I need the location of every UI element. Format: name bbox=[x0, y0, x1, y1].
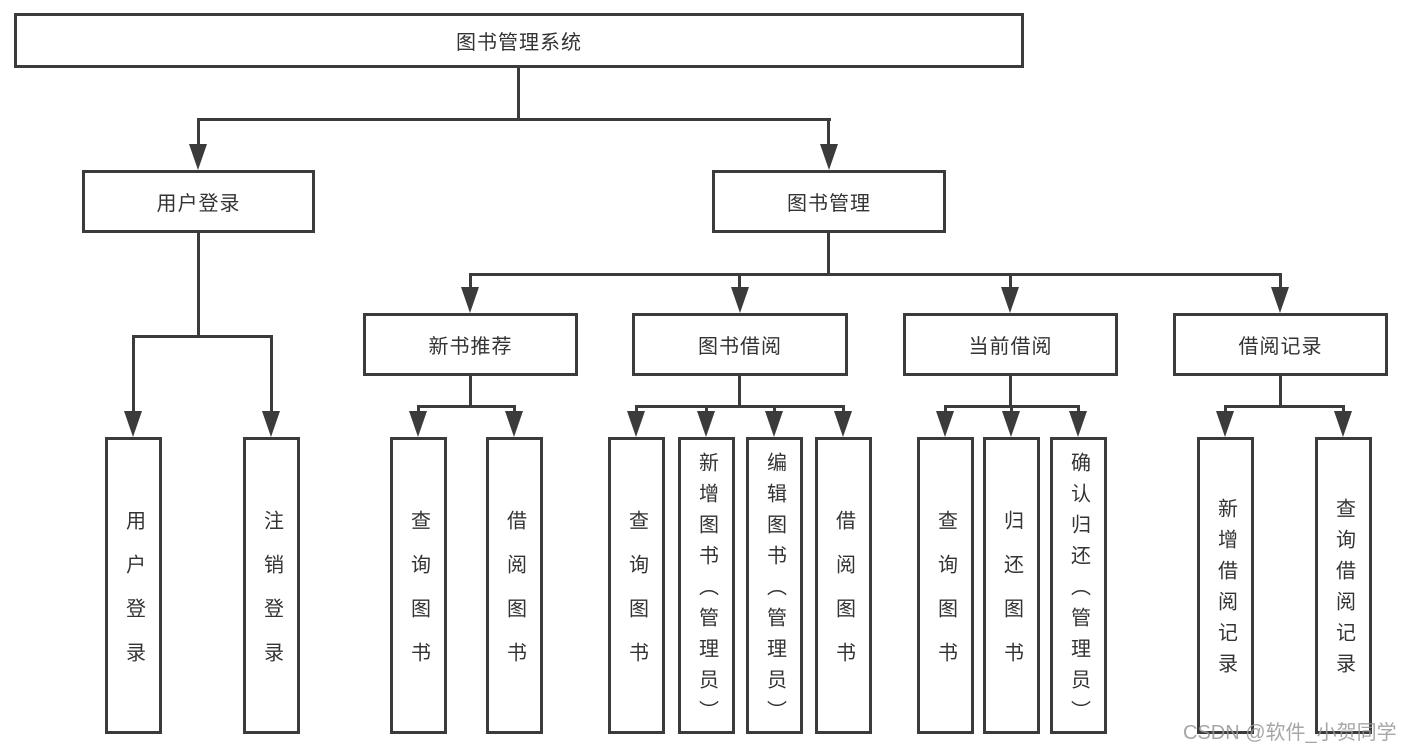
connector-bookmgmt-rail bbox=[469, 273, 1282, 276]
connector-bookmgmt-drop bbox=[738, 273, 741, 293]
leaf-add-borrow-record-label: 新增借阅记录 bbox=[1214, 498, 1237, 684]
node-current-borrow-label: 当前借阅 bbox=[968, 336, 1053, 358]
connector-newbookrec-rail bbox=[417, 405, 516, 408]
node-borrow-records-label: 借阅记录 bbox=[1238, 336, 1323, 358]
leaf-logout-box: 注销登录 bbox=[243, 437, 300, 734]
arrow-down-icon bbox=[505, 411, 523, 437]
leaf-logout-label: 注销登录 bbox=[260, 509, 283, 686]
leaf-borrow-book-1-box: 借阅图书 bbox=[486, 437, 543, 734]
leaf-confirm-return-admin-box: 确认归还（管理员） bbox=[1050, 437, 1107, 734]
leaf-return-book-box: 归还图书 bbox=[983, 437, 1040, 734]
connector-bookmgmt-stem bbox=[827, 233, 830, 273]
leaf-query-borrow-record-label: 查询借阅记录 bbox=[1332, 498, 1355, 684]
node-user-login-box: 用户登录 bbox=[82, 170, 315, 233]
arrow-down-icon bbox=[1001, 287, 1019, 313]
node-new-book-recommend-box: 新书推荐 bbox=[363, 313, 578, 376]
connector-root-drop-left bbox=[197, 118, 200, 150]
arrow-down-icon bbox=[820, 144, 838, 170]
leaf-add-book-admin-box: 新增图书（管理员） bbox=[678, 437, 735, 734]
node-book-borrow-box: 图书借阅 bbox=[632, 313, 848, 376]
arrow-down-icon bbox=[409, 411, 427, 437]
leaf-add-borrow-record-box: 新增借阅记录 bbox=[1197, 437, 1254, 734]
node-current-borrow-box: 当前借阅 bbox=[903, 313, 1118, 376]
leaf-query-book-1-label: 查询图书 bbox=[407, 509, 430, 686]
node-book-management-label: 图书管理 bbox=[787, 193, 871, 215]
arrow-down-icon bbox=[262, 411, 280, 437]
leaf-borrow-book-2-label: 借阅图书 bbox=[832, 509, 855, 686]
leaf-edit-book-admin-box: 编辑图书（管理员） bbox=[746, 437, 803, 734]
arrow-down-icon bbox=[731, 287, 749, 313]
leaf-edit-book-admin-label: 编辑图书（管理员） bbox=[763, 451, 786, 731]
connector-bookborrow-stem bbox=[738, 376, 741, 408]
connector-userlogin-drop bbox=[270, 335, 273, 417]
leaf-query-borrow-record-box: 查询借阅记录 bbox=[1315, 437, 1372, 734]
leaf-query-book-1-box: 查询图书 bbox=[390, 437, 447, 734]
arrow-down-icon bbox=[1334, 411, 1352, 437]
leaf-query-book-2-box: 查询图书 bbox=[608, 437, 665, 734]
leaf-borrow-book-1-label: 借阅图书 bbox=[503, 509, 526, 686]
arrow-down-icon bbox=[1002, 411, 1020, 437]
connector-userlogin-drop bbox=[132, 335, 135, 417]
connector-userlogin-rail bbox=[132, 335, 273, 338]
node-book-management-box: 图书管理 bbox=[712, 170, 946, 233]
connector-borrowrecords-stem bbox=[1279, 376, 1282, 408]
connector-bookmgmt-drop bbox=[1279, 273, 1282, 293]
arrow-down-icon bbox=[834, 411, 852, 437]
arrow-down-icon bbox=[697, 411, 715, 437]
node-root-label: 图书管理系统 bbox=[456, 32, 582, 54]
leaf-confirm-return-admin-label: 确认归还（管理员） bbox=[1067, 451, 1090, 731]
leaf-user-login-box: 用户登录 bbox=[105, 437, 162, 734]
connector-root-stem bbox=[517, 68, 520, 118]
arrow-down-icon bbox=[189, 144, 207, 170]
arrow-down-icon bbox=[1271, 287, 1289, 313]
node-book-borrow-label: 图书借阅 bbox=[698, 336, 782, 358]
leaf-user-login-label: 用户登录 bbox=[122, 509, 145, 686]
arrow-down-icon bbox=[1069, 411, 1087, 437]
leaf-return-book-label: 归还图书 bbox=[1000, 509, 1023, 686]
connector-bookborrow-rail bbox=[635, 405, 845, 408]
connector-userlogin-stem bbox=[197, 233, 200, 335]
connector-root-rail bbox=[197, 118, 831, 121]
leaf-query-book-2-label: 查询图书 bbox=[625, 509, 648, 686]
leaf-add-book-admin-label: 新增图书（管理员） bbox=[695, 451, 718, 731]
connector-bookmgmt-drop bbox=[1009, 273, 1012, 293]
connector-bookmgmt-drop bbox=[469, 273, 472, 293]
connector-root-drop-right bbox=[827, 118, 830, 150]
connector-newbookrec-stem bbox=[469, 376, 472, 408]
watermark: CSDN @软件_小贺同学 bbox=[1183, 722, 1397, 744]
arrow-down-icon bbox=[765, 411, 783, 437]
arrow-down-icon bbox=[1216, 411, 1234, 437]
node-new-book-recommend-label: 新书推荐 bbox=[428, 336, 513, 358]
connector-borrowrecords-rail bbox=[1224, 405, 1345, 408]
leaf-query-book-3-box: 查询图书 bbox=[917, 437, 974, 734]
connector-currentborrow-stem bbox=[1009, 376, 1012, 408]
leaf-query-book-3-label: 查询图书 bbox=[934, 509, 957, 686]
arrow-down-icon bbox=[936, 411, 954, 437]
arrow-down-icon bbox=[461, 287, 479, 313]
leaf-borrow-book-2-box: 借阅图书 bbox=[815, 437, 872, 734]
node-root-box: 图书管理系统 bbox=[14, 13, 1024, 68]
node-user-login-label: 用户登录 bbox=[156, 193, 241, 215]
arrow-down-icon bbox=[124, 411, 142, 437]
node-borrow-records-box: 借阅记录 bbox=[1173, 313, 1388, 376]
arrow-down-icon bbox=[627, 411, 645, 437]
